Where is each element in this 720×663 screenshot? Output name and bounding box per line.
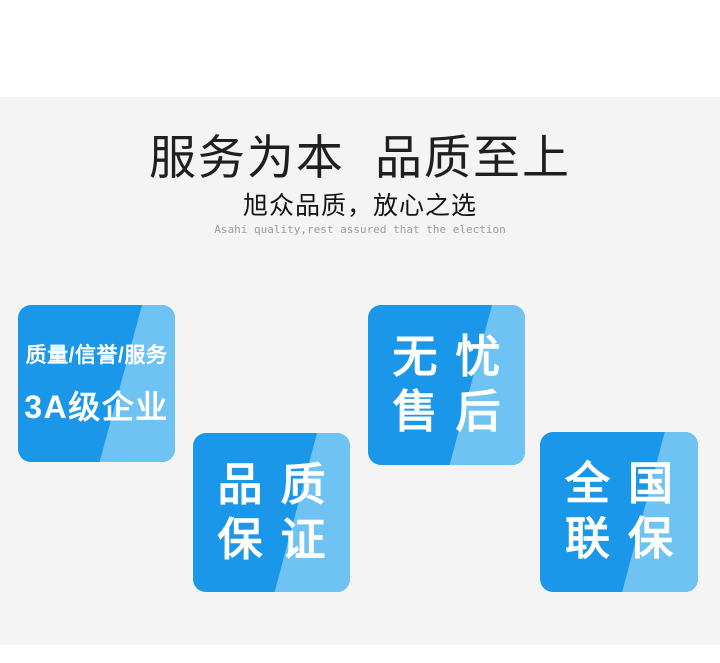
badge-line-2: 售后	[392, 386, 519, 437]
badge-content: 无忧 售后	[368, 305, 525, 465]
badge-quality-guarantee: 品质 保证	[193, 433, 350, 592]
badge-line-1: 无忧	[392, 331, 519, 383]
badge-line-2: 联保	[564, 513, 691, 564]
badge-line-1: 质量/信誉/服务	[25, 344, 168, 367]
badge-3a-enterprise: 质量/信誉/服务 3A级企业	[18, 305, 175, 462]
badge-worry-free-aftersales: 无忧 售后	[368, 305, 525, 465]
page-subtitle-english: Asahi quality,rest assured that the elec…	[214, 223, 506, 236]
badge-line-1: 品质	[217, 458, 344, 510]
badge-line-1: 全国	[564, 458, 691, 510]
page-title: 服务为本 品质至上	[148, 131, 572, 184]
badge-content: 质量/信誉/服务 3A级企业	[18, 305, 175, 462]
page-subtitle: 旭众品质，放心之选	[242, 193, 477, 220]
badge-nationwide-warranty: 全国 联保	[540, 432, 698, 592]
badge-content: 品质 保证	[193, 433, 350, 592]
badge-line-2: 3A级企业	[24, 389, 169, 425]
badge-line-2: 保证	[217, 513, 344, 565]
badge-content: 全国 联保	[540, 432, 698, 592]
